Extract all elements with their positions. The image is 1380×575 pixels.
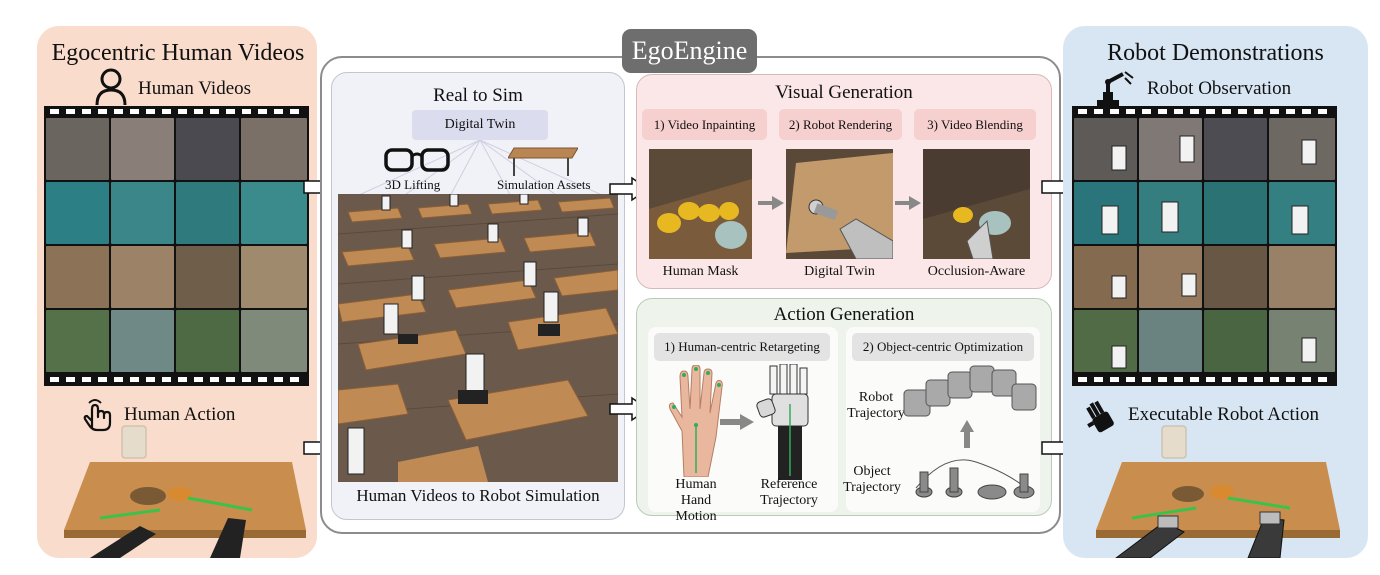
robot-arm-icon bbox=[1097, 71, 1134, 106]
egoengine-title: EgoEngine bbox=[622, 29, 757, 73]
human-videos-label: Human Videos bbox=[138, 78, 252, 99]
executable-robot-action-label: Executable Robot Action bbox=[1128, 404, 1320, 425]
real-to-sim-title: Real to Sim bbox=[433, 85, 523, 106]
occlusion-aware-caption: Occlusion-Aware bbox=[927, 264, 1026, 279]
occlusion-aware-image bbox=[923, 149, 1030, 259]
arrow-object-to-robot bbox=[960, 420, 974, 448]
glasses-icon bbox=[384, 148, 450, 172]
digital-twin-image bbox=[786, 149, 893, 259]
hand-pointer-icon bbox=[83, 399, 112, 432]
arrow-twin-to-blend bbox=[895, 196, 921, 210]
digital-twin-caption: Digital Twin bbox=[804, 264, 875, 279]
human-hand-image bbox=[668, 365, 723, 477]
robot-action-scene bbox=[1096, 425, 1340, 558]
step-video-blending: 3) Video Blending bbox=[914, 109, 1036, 140]
human-mask-image bbox=[649, 149, 752, 259]
digital-twin-chip: Digital Twin bbox=[412, 110, 548, 140]
reference-trajectory-label: Reference Trajectory bbox=[760, 477, 818, 508]
action-generation-title: Action Generation bbox=[773, 304, 915, 325]
robot-hand-icon bbox=[1086, 400, 1114, 433]
human-hand-motion-label: Human Hand Motion bbox=[675, 477, 717, 524]
real-to-sim-caption: Human Videos to Robot Simulation bbox=[356, 486, 600, 505]
robot-trajectory-image bbox=[903, 365, 1037, 417]
robot-panel-title: Robot Demonstrations bbox=[1107, 40, 1324, 66]
3d-lifting-label: 3D Lifting bbox=[385, 177, 441, 192]
table-asset-icon bbox=[508, 147, 578, 176]
human-video-filmstrip bbox=[44, 106, 309, 386]
step-human-centric-retargeting: 1) Human-centric Retargeting bbox=[654, 333, 830, 361]
visual-generation-title: Visual Generation bbox=[775, 82, 913, 103]
arrow-mask-to-twin bbox=[758, 196, 784, 210]
step-object-centric-optimization: 2) Object-centric Optimization bbox=[852, 333, 1034, 361]
human-action-label: Human Action bbox=[124, 404, 236, 425]
human-action-scene bbox=[64, 425, 306, 558]
step-robot-rendering: 2) Robot Rendering bbox=[779, 109, 902, 140]
robot-observation-filmstrip bbox=[1072, 106, 1337, 386]
object-trajectory-label: Object Trajectory bbox=[843, 464, 901, 495]
robot-trajectory-label: Robot Trajectory bbox=[847, 390, 905, 421]
human-panel-title: Egocentric Human Videos bbox=[51, 40, 305, 66]
object-trajectory-image bbox=[915, 459, 1035, 500]
robot-hand-image bbox=[756, 364, 809, 480]
human-mask-caption: Human Mask bbox=[662, 264, 739, 279]
robot-observation-label: Robot Observation bbox=[1147, 78, 1292, 99]
person-icon bbox=[95, 68, 127, 106]
step-video-inpainting: 1) Video Inpainting bbox=[642, 109, 767, 140]
simulation-assets-label: Simulation Assets bbox=[497, 177, 591, 192]
arrow-hand-to-robot bbox=[720, 414, 754, 430]
robot-simulation-render bbox=[338, 194, 618, 482]
